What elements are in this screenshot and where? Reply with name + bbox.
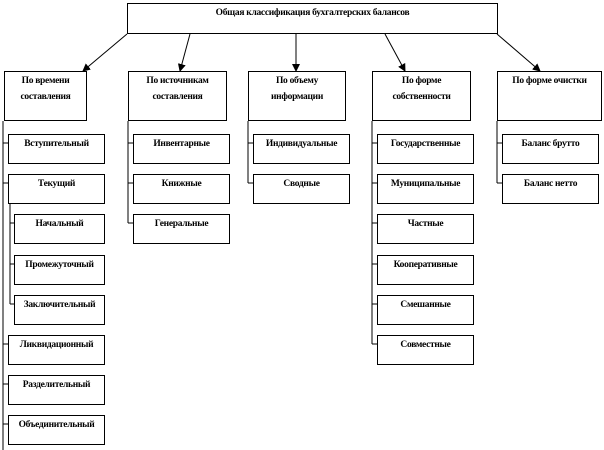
subtype-box: Смешанные: [377, 295, 474, 325]
category-arrow: [496, 33, 541, 72]
subtype-box: Совместные: [377, 335, 474, 365]
subtype-box-label: Индивидуальные: [265, 139, 338, 149]
category-box: По объему информации: [248, 71, 346, 121]
category-box-label: По форме очистки: [512, 76, 587, 86]
category-box-label: По времени составления: [20, 76, 71, 102]
subtype-box-label: Совместные: [400, 340, 451, 350]
subtype-box-label: Смешанные: [400, 300, 451, 310]
subtype-box: Объединительный: [8, 415, 105, 445]
root-box: Общая классификация бухгалтерских баланс…: [127, 3, 498, 34]
category-box: По времени составления: [4, 71, 87, 121]
subtype-box-label: Баланс брутто: [521, 139, 580, 149]
category-box: По форме собственности: [372, 71, 471, 121]
subtype-box: Вступительный: [8, 134, 105, 164]
subtype-box: Разделительный: [8, 375, 105, 405]
subtype-box-label: Ликвидационный: [19, 340, 94, 350]
subtype-box: Начальный: [14, 214, 105, 244]
subtype-box: Муниципальные: [377, 174, 474, 204]
subtype-box: Баланс брутто: [502, 134, 599, 164]
category-box: По форме очистки: [497, 71, 602, 121]
subtype-box: Сводные: [253, 174, 350, 204]
subtype-box-label: Сводные: [283, 179, 320, 189]
category-box-label: По источникам составления: [146, 76, 209, 102]
subtype-box: Частные: [377, 214, 474, 244]
subtype-box-label: Вступительный: [24, 139, 89, 149]
subtype-box: Кооперативные: [377, 255, 474, 285]
category-box-label: По объему информации: [271, 76, 323, 102]
subtype-box: Индивидуальные: [253, 134, 350, 164]
subtype-box: Баланс нетто: [502, 174, 599, 204]
category-arrow: [384, 33, 406, 72]
subtype-box: Ликвидационный: [8, 335, 105, 365]
subtype-box-label: Заключительный: [23, 300, 96, 310]
subtype-box-label: Кооперативные: [393, 260, 458, 270]
subtype-box-label: Муниципальные: [390, 179, 461, 189]
subtype-box: Промежуточный: [14, 255, 105, 285]
subtype-box-label: Баланс нетто: [523, 179, 578, 189]
subtype-box: Генеральные: [133, 214, 230, 244]
category-arrow: [82, 33, 128, 72]
subtype-box: Книжные: [133, 174, 230, 204]
category-box-label: По форме собственности: [392, 76, 451, 102]
subtype-box-label: Генеральные: [154, 219, 209, 229]
subtype-box-label: Начальный: [35, 219, 84, 229]
subtype-box: Государственные: [377, 134, 474, 164]
subtype-box-label: Разделительный: [22, 380, 91, 390]
subtype-box-label: Государственные: [390, 139, 461, 149]
subtype-box: Заключительный: [14, 295, 105, 325]
subtype-box-label: Книжные: [161, 179, 202, 189]
subtype-box-label: Текущий: [37, 179, 76, 189]
subtype-box-label: Промежуточный: [25, 260, 94, 270]
subtype-box: Текущий: [8, 174, 105, 204]
category-box: По источникам составления: [128, 71, 227, 121]
subtype-box-label: Объединительный: [18, 420, 95, 430]
subtype-box-label: Инвентарные: [153, 139, 210, 149]
subtype-box-label: Частные: [407, 219, 444, 229]
root-title: Общая классификация бухгалтерских баланс…: [215, 8, 410, 18]
subtype-box: Инвентарные: [133, 134, 230, 164]
category-arrow: [177, 33, 191, 72]
